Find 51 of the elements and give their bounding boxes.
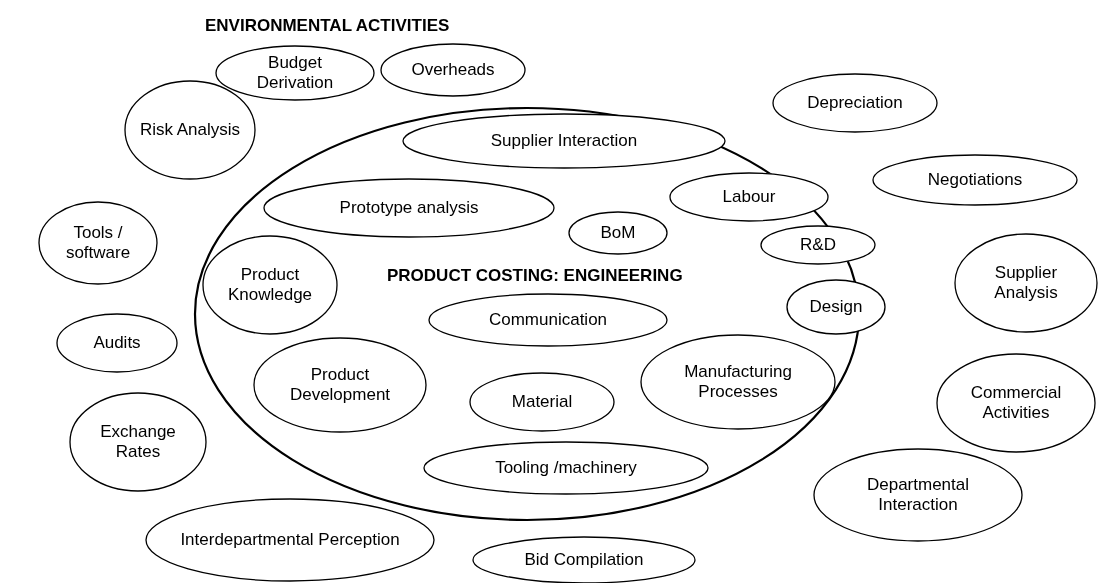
ellipse-node (38, 201, 158, 285)
node-label: Manufacturing Processes (683, 361, 793, 403)
node-label: Product Development (288, 364, 392, 406)
ellipse-node (872, 154, 1078, 206)
ellipse-node (669, 172, 829, 222)
node-label: Audits (93, 332, 141, 354)
ellipse-node (215, 45, 375, 101)
node-label: Interdepartmental Perception (180, 529, 400, 551)
node-label: Risk Analysis (139, 119, 241, 141)
node-label: Communication (488, 309, 608, 331)
ellipse-node (253, 337, 427, 433)
node-label: Departmental Interaction (865, 474, 971, 516)
ellipse-node (469, 372, 615, 432)
ellipse-node (760, 225, 876, 265)
node-label: Material (511, 391, 573, 413)
node-label: PRODUCT COSTING: ENGINEERING (387, 266, 683, 286)
node-label: Product Knowledge (226, 264, 314, 306)
node-label: Prototype analysis (339, 197, 479, 219)
node-label: Supplier Analysis (993, 262, 1059, 304)
node-label: Tooling /machinery (495, 457, 637, 479)
ellipse-node (640, 334, 836, 430)
ellipse-node (402, 113, 726, 169)
ellipse-node (428, 293, 668, 347)
node-label: Supplier Interaction (490, 130, 638, 152)
ellipse-node (568, 211, 668, 255)
node-label: Labour (722, 186, 776, 208)
node-label: Depreciation (807, 92, 903, 114)
ellipse-node (772, 73, 938, 133)
ellipse-node (56, 313, 178, 373)
ellipse-node (954, 233, 1098, 333)
node-label: Exchange Rates (99, 421, 177, 463)
node-label: Bid Compilation (524, 549, 644, 571)
node-label: BoM (600, 222, 636, 244)
ellipse-node (423, 441, 709, 495)
ellipse-node (124, 80, 256, 180)
node-label: R&D (800, 234, 836, 256)
ellipse-node (263, 178, 555, 238)
ellipse-node (69, 392, 207, 492)
node-label: Negotiations (927, 169, 1023, 191)
ellipse-node (786, 279, 886, 335)
node-label: Budget Derivation (255, 52, 335, 94)
node-label: Design (809, 296, 863, 318)
ellipse-node (202, 235, 338, 335)
ellipse-node (936, 353, 1096, 453)
ellipse-node (813, 448, 1023, 542)
diagram-title: ENVIRONMENTAL ACTIVITIES (205, 16, 450, 36)
node-label: Tools / software (64, 222, 132, 264)
ellipse-node (145, 498, 435, 582)
node-label: Overheads (411, 59, 495, 81)
ellipse-node (380, 43, 526, 97)
node-label: Commercial Activities (969, 382, 1063, 424)
